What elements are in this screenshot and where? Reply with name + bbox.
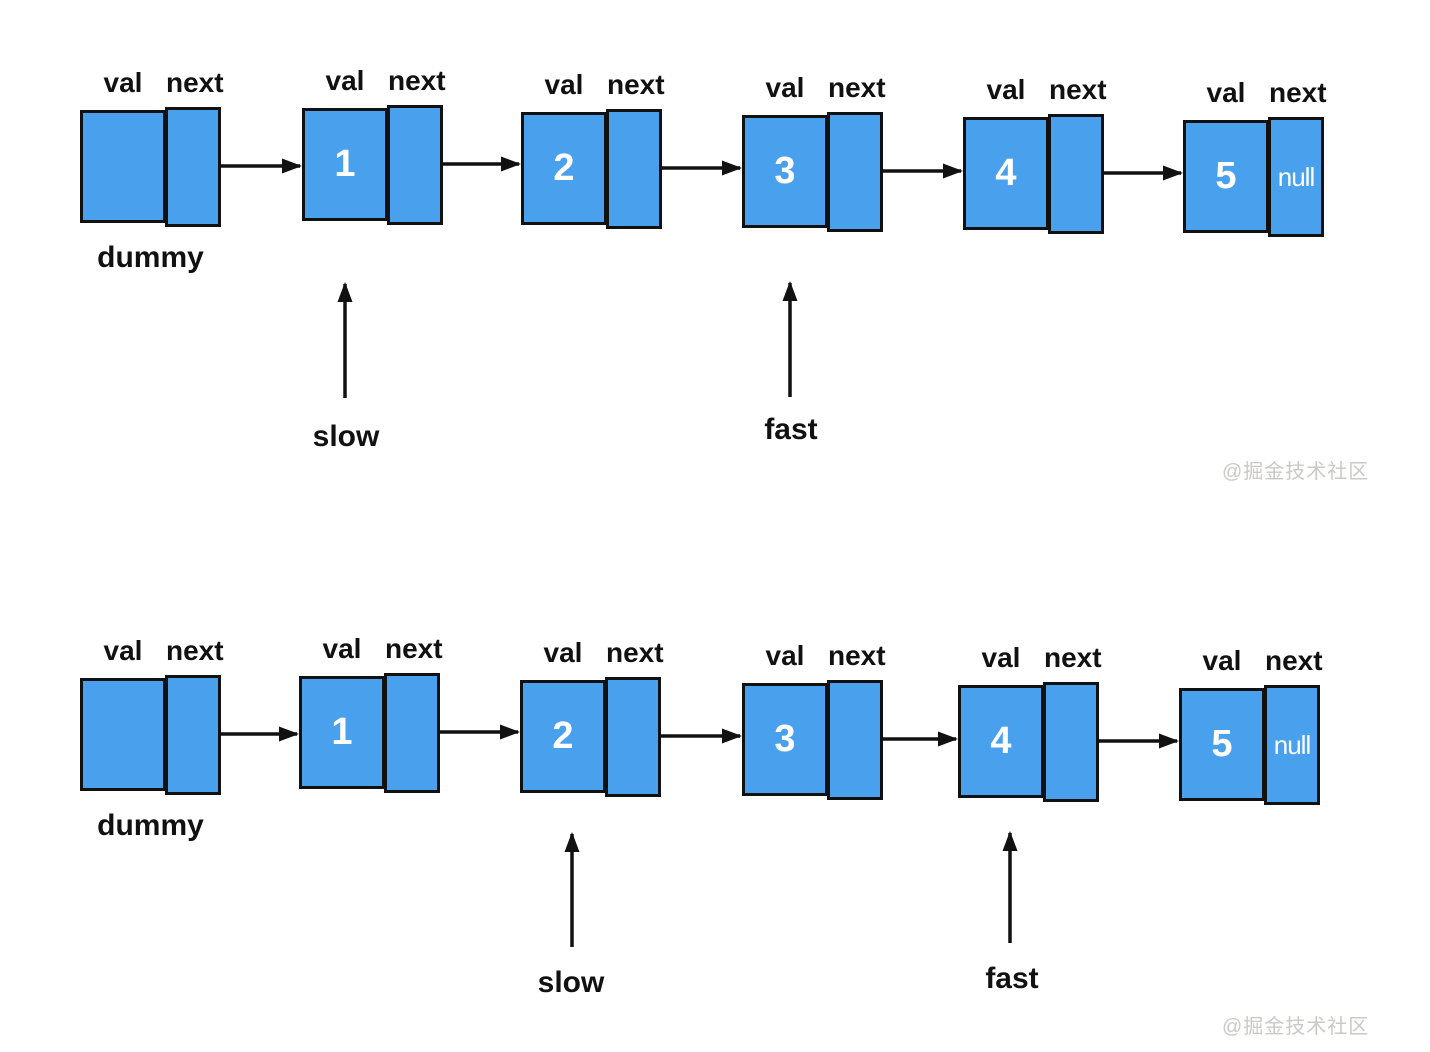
val-header: val	[322, 633, 362, 664]
next-cell: null	[1264, 685, 1320, 805]
node-value: 4	[995, 152, 1017, 194]
val-next-header: val next	[520, 637, 664, 668]
next-cell: null	[1268, 117, 1324, 237]
val-cell	[80, 110, 166, 223]
next-cell	[384, 673, 440, 793]
val-next-header: val next	[742, 72, 886, 103]
val-cell: 2	[521, 112, 607, 225]
node-row2-4: val next 4	[958, 643, 1102, 802]
val-cell	[80, 678, 166, 791]
next-cell	[387, 105, 443, 225]
next-header: next	[166, 67, 224, 98]
val-cell: 4	[963, 117, 1049, 230]
val-cell: 3	[742, 683, 828, 796]
next-cell	[827, 680, 883, 800]
val-header: val	[765, 72, 805, 103]
node-value: 3	[774, 718, 796, 760]
val-header: val	[1206, 77, 1246, 108]
dummy-caption: dummy	[97, 241, 204, 274]
val-next-header: val next	[80, 67, 224, 98]
node-value: 1	[331, 711, 353, 753]
next-header: next	[1049, 74, 1107, 105]
val-next-header: val next	[742, 640, 886, 671]
val-header: val	[765, 640, 805, 671]
val-header: val	[1202, 645, 1242, 676]
node-value: 2	[552, 715, 574, 757]
watermark-row1: @掘金技术社区	[1222, 461, 1370, 483]
null-text: null	[1277, 161, 1315, 192]
val-next-header: val next	[958, 642, 1102, 673]
val-cell: 1	[302, 108, 388, 221]
next-cell	[165, 107, 221, 227]
null-text: null	[1273, 729, 1311, 760]
next-header: next	[388, 65, 446, 96]
val-cell: 2	[520, 680, 606, 793]
val-header: val	[544, 69, 584, 100]
next-cell	[606, 109, 662, 229]
next-header: next	[166, 635, 224, 666]
slow-pointer-label-row2: slow	[537, 966, 605, 999]
val-cell: 4	[958, 685, 1044, 798]
next-header: next	[828, 640, 886, 671]
node-row1-1: val next 1	[302, 66, 446, 225]
node-value: 1	[334, 143, 356, 185]
next-cell	[165, 675, 221, 795]
watermark-row2: @掘金技术社区	[1222, 1016, 1370, 1038]
next-header: next	[1269, 77, 1327, 108]
node-row1-2: val next 2	[521, 70, 665, 229]
slow-pointer-label-row1: slow	[312, 420, 380, 453]
next-cell	[1048, 114, 1104, 234]
val-cell: 3	[742, 115, 828, 228]
node-value: 3	[774, 150, 796, 192]
val-header: val	[103, 635, 143, 666]
val-next-header: val next	[1183, 77, 1327, 108]
node-value: 5	[1211, 723, 1233, 765]
val-header: val	[325, 65, 365, 96]
node-row2-dummy: val next dummy	[80, 636, 224, 842]
val-cell: 5	[1183, 120, 1269, 233]
val-next-header: val next	[299, 633, 443, 664]
val-header: val	[981, 642, 1021, 673]
val-header: val	[103, 67, 143, 98]
val-header: val	[543, 637, 583, 668]
node-row1-3: val next 3	[742, 73, 886, 232]
next-header: next	[385, 633, 443, 664]
node-row1-dummy: val next dummy	[80, 68, 224, 274]
next-header: next	[1044, 642, 1102, 673]
val-header: val	[986, 74, 1026, 105]
node-row1-5: val next 5 null	[1183, 78, 1327, 237]
dummy-caption: dummy	[97, 809, 204, 842]
node-value: 4	[990, 720, 1012, 762]
next-header: next	[607, 69, 665, 100]
fast-pointer-label-row1: fast	[764, 413, 818, 446]
val-next-header: val next	[1179, 645, 1323, 676]
val-next-header: val next	[80, 635, 224, 666]
next-cell	[605, 677, 661, 797]
next-header: next	[606, 637, 664, 668]
val-next-header: val next	[302, 65, 446, 96]
next-header: next	[1265, 645, 1323, 676]
node-row2-1: val next 1	[299, 634, 443, 793]
node-row1-4: val next 4	[963, 75, 1107, 234]
node-value: 5	[1215, 155, 1237, 197]
next-cell	[1043, 682, 1099, 802]
node-row2-3: val next 3	[742, 641, 886, 800]
val-cell: 5	[1179, 688, 1265, 801]
next-cell	[827, 112, 883, 232]
fast-pointer-label-row2: fast	[985, 962, 1039, 995]
val-next-header: val next	[521, 69, 665, 100]
node-value: 2	[553, 147, 575, 189]
node-row2-2: val next 2	[520, 638, 664, 797]
node-row2-5: val next 5 null	[1179, 646, 1323, 805]
val-next-header: val next	[963, 74, 1107, 105]
val-cell: 1	[299, 676, 385, 789]
next-header: next	[828, 72, 886, 103]
